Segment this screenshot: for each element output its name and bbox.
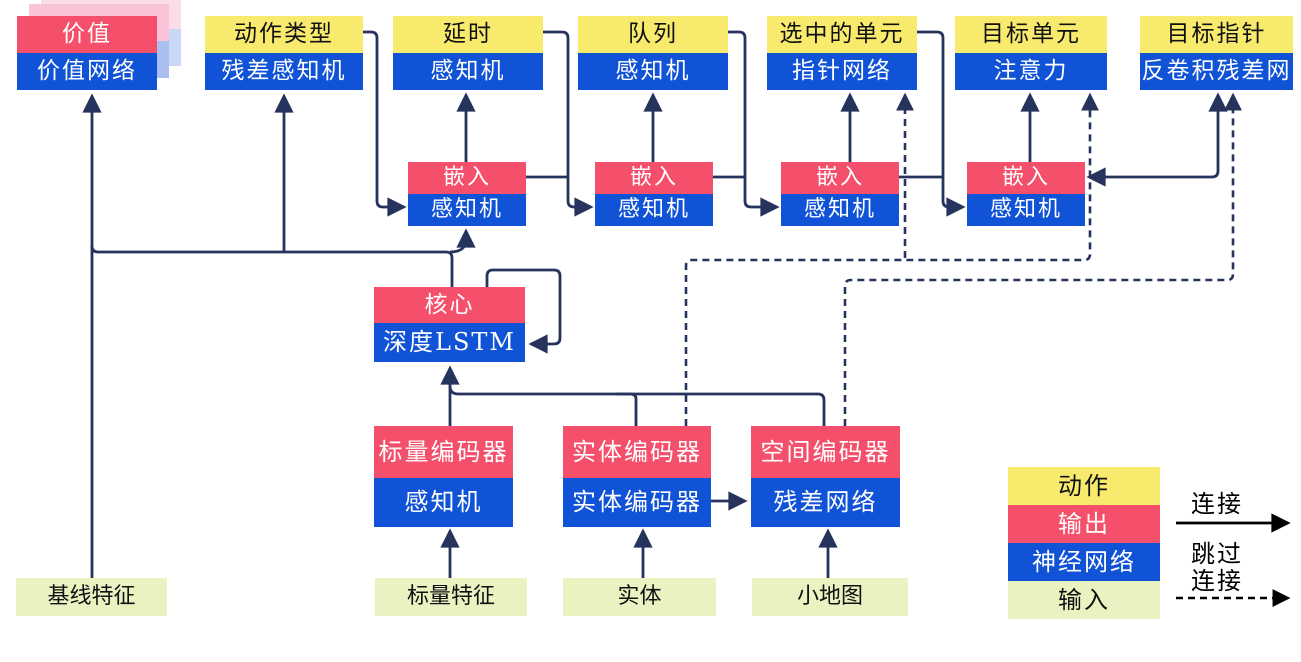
legend-connection-label: 连接 [1191, 490, 1243, 518]
edge-selected-units-to-embed4 [917, 30, 966, 217]
skip-entity-to-attention [684, 92, 1099, 426]
node-core: 核心 深度LSTM [374, 287, 525, 362]
node-action-type: 动作类型 残差感知机 [205, 16, 363, 90]
target-unit-label: 目标单元 [955, 16, 1107, 53]
legend-color-key: 动作 输出 神经网络 输入 [1008, 467, 1160, 619]
baseline-features-label: 基线特征 [47, 584, 136, 609]
scalar-features-label: 标量特征 [406, 584, 495, 609]
legend-network-label: 神经网络 [1008, 543, 1160, 581]
skip-spatial-to-deconv [843, 92, 1242, 426]
node-spatial-encoder: 空间编码器 残差网络 [751, 426, 900, 527]
embed-3-network-label: 感知机 [781, 194, 899, 226]
action-type-network-label: 残差感知机 [205, 53, 363, 90]
legend-skip-label-line1: 跳过 [1191, 540, 1243, 568]
action-type-label: 动作类型 [205, 16, 363, 53]
edge-embed4-target-point-link [1086, 92, 1228, 187]
node-value: 价值 价值网络 [17, 16, 157, 90]
selected-units-label: 选中的单元 [767, 16, 917, 53]
embed-2-network-label: 感知机 [595, 194, 713, 226]
edge-delay-to-embed2 [543, 30, 594, 217]
embed-1-label: 嵌入 [408, 162, 526, 194]
node-delay: 延时 感知机 [393, 16, 543, 90]
entities-label: 实体 [617, 584, 662, 609]
core-network-label: 深度LSTM [374, 323, 525, 362]
node-input-baseline: 基线特征 [16, 578, 167, 616]
scalar-encoder-network-label: 感知机 [374, 478, 513, 527]
node-embed-2: 嵌入 感知机 [595, 162, 713, 226]
legend-output-label: 输出 [1008, 505, 1160, 543]
minimap-label: 小地图 [796, 584, 863, 609]
embed-2-label: 嵌入 [595, 162, 713, 194]
legend-skip-label-line2: 连接 [1191, 567, 1243, 595]
delay-network-label: 感知机 [393, 53, 543, 90]
value-output-label: 价值 [17, 16, 157, 53]
node-target-point: 目标指针 反卷积残差网 [1140, 16, 1293, 90]
node-scalar-encoder: 标量编码器 感知机 [374, 426, 513, 527]
selected-units-network-label: 指针网络 [767, 53, 917, 90]
node-queue: 队列 感知机 [578, 16, 728, 90]
value-network-label: 价值网络 [17, 53, 157, 90]
scalar-encoder-label: 标量编码器 [374, 426, 513, 478]
node-embed-1: 嵌入 感知机 [408, 162, 526, 226]
node-target-unit: 目标单元 注意力 [955, 16, 1107, 90]
target-unit-network-label: 注意力 [955, 53, 1107, 90]
legend-action-label: 动作 [1008, 467, 1160, 505]
queue-label: 队列 [578, 16, 728, 53]
node-embed-4: 嵌入 感知机 [967, 162, 1085, 226]
node-selected-units: 选中的单元 指针网络 [767, 16, 917, 90]
spatial-encoder-label: 空间编码器 [751, 426, 900, 478]
embed-4-network-label: 感知机 [967, 194, 1085, 226]
queue-network-label: 感知机 [578, 53, 728, 90]
spatial-encoder-network-label: 残差网络 [751, 478, 900, 527]
edge-lstm-self-loop [485, 268, 562, 354]
edge-entity-riser [616, 392, 638, 426]
entity-encoder-label: 实体编码器 [563, 426, 711, 478]
delay-label: 延时 [393, 16, 543, 53]
entity-encoder-network-label: 实体编码器 [563, 478, 711, 527]
node-entity-encoder: 实体编码器 实体编码器 [563, 426, 711, 527]
embed-4-label: 嵌入 [967, 162, 1085, 194]
target-point-label: 目标指针 [1140, 16, 1293, 53]
core-label: 核心 [374, 287, 525, 323]
edge-core-bus-left [90, 245, 454, 287]
embed-1-network-label: 感知机 [408, 194, 526, 226]
node-input-entities: 实体 [563, 578, 716, 616]
embed-3-label: 嵌入 [781, 162, 899, 194]
edge-action-type-to-embed1 [363, 30, 407, 217]
edge-bus-to-embed1 [449, 228, 476, 254]
legend-input-label: 输入 [1008, 581, 1160, 619]
target-point-network-label: 反卷积残差网 [1140, 53, 1293, 90]
edge-queue-to-embed3 [728, 30, 780, 217]
node-input-scalar-features: 标量特征 [375, 578, 527, 616]
node-embed-3: 嵌入 感知机 [781, 162, 899, 226]
node-input-minimap: 小地图 [752, 578, 908, 616]
